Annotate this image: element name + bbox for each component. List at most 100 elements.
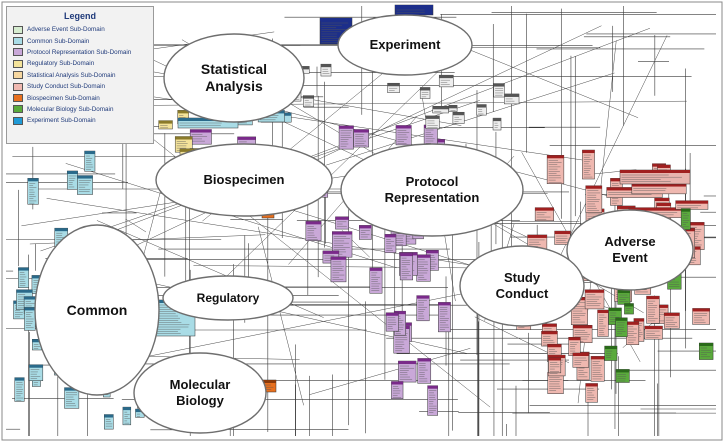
connector-line: [257, 226, 304, 406]
legend-item: Study Conduct Sub-Domain: [7, 81, 153, 92]
class-box: [554, 230, 571, 245]
class-box: [320, 63, 332, 77]
legend-swatch: [13, 48, 23, 57]
class-box: [452, 111, 465, 124]
connector-line: [47, 25, 602, 288]
class-box: [492, 117, 502, 131]
class-box: [416, 295, 430, 322]
class-box: [438, 302, 451, 333]
legend-label: Biospecimen Sub-Domain: [27, 94, 100, 102]
legend-swatch: [13, 25, 23, 34]
legend-swatch: [13, 37, 23, 46]
class-box: [353, 129, 369, 148]
experiment-ellipse: [337, 14, 473, 76]
class-box: [619, 169, 691, 185]
legend-title: Legend: [63, 11, 96, 21]
legend-swatch: [13, 116, 23, 125]
study-conduct-ellipse: [459, 245, 585, 327]
class-box: [646, 295, 660, 324]
class-box: [416, 254, 431, 282]
class-box: [28, 364, 44, 381]
protocol-representation-ellipse: [340, 143, 524, 237]
legend-label: Molecular Biology Sub-Domain: [27, 105, 114, 113]
class-box: [77, 175, 93, 195]
legend-item: Adverse Event Sub-Domain: [7, 24, 153, 35]
statistical-analysis-ellipse: [163, 33, 305, 123]
class-box: [395, 125, 412, 146]
class-box: [425, 115, 440, 129]
class-box: [391, 381, 404, 400]
class-box: [84, 150, 96, 172]
class-box: [615, 317, 628, 338]
class-box: [122, 406, 132, 426]
class-box: [631, 183, 687, 195]
class-box: [18, 267, 30, 288]
class-box: [14, 377, 25, 402]
class-box: [590, 356, 605, 382]
class-box: [369, 267, 383, 294]
class-box: [335, 216, 349, 230]
connector-line: [125, 218, 147, 233]
class-box: [597, 309, 609, 337]
adverse-event-ellipse: [566, 209, 694, 291]
class-box: [330, 256, 347, 283]
class-box: [189, 129, 212, 145]
class-box: [548, 357, 562, 374]
class-box: [24, 307, 36, 331]
class-box: [419, 87, 431, 99]
class-box: [615, 369, 630, 383]
legend-item: Regulatory Sub-Domain: [7, 58, 153, 69]
class-box: [680, 208, 691, 230]
class-box: [394, 4, 434, 16]
legend-swatch: [13, 71, 23, 80]
class-box: [663, 312, 680, 329]
class-box: [66, 170, 78, 190]
legend-label: Adverse Event Sub-Domain: [27, 26, 105, 34]
molecular-biology-ellipse: [133, 352, 267, 434]
connector-line: [309, 348, 471, 395]
legend-item: Molecular Biology Sub-Domain: [7, 104, 153, 115]
class-box: [417, 358, 432, 384]
class-box: [303, 95, 315, 107]
class-box: [584, 289, 605, 310]
legend-item: Experiment Sub-Domain: [7, 115, 153, 126]
class-box: [476, 104, 487, 116]
class-box: [104, 414, 114, 430]
legend-swatch: [13, 82, 23, 91]
class-box: [27, 178, 39, 205]
connector-line: [326, 72, 615, 166]
class-box: [675, 200, 709, 210]
legend-label: Statistical Analysis Sub-Domain: [27, 71, 116, 79]
class-box: [427, 385, 438, 416]
legend-label: Regulatory Sub-Domain: [27, 60, 95, 68]
class-box: [572, 352, 590, 368]
class-box: [534, 207, 554, 222]
class-box: [338, 125, 354, 150]
class-box: [541, 330, 558, 347]
class-box: [644, 325, 663, 340]
class-box: [385, 312, 399, 332]
domain-ellipses: [34, 14, 694, 434]
class-box: [604, 345, 618, 361]
class-box: [158, 120, 173, 130]
class-box: [448, 105, 458, 112]
legend-label: Protocol Representation Sub-Domain: [27, 48, 132, 56]
legend-swatch: [13, 94, 23, 103]
class-box: [582, 149, 595, 180]
class-box: [358, 225, 372, 240]
common-ellipse: [34, 224, 160, 396]
class-box: [493, 83, 505, 98]
legend-item: Common Sub-Domain: [7, 35, 153, 46]
biospecimen-ellipse: [155, 143, 333, 217]
class-box: [504, 93, 520, 105]
legend-label: Experiment Sub-Domain: [27, 117, 96, 125]
legend-item: Statistical Analysis Sub-Domain: [7, 70, 153, 81]
class-box: [624, 303, 634, 315]
connector-line: [217, 56, 454, 285]
class-box: [438, 74, 454, 88]
legend-item: Protocol Representation Sub-Domain: [7, 47, 153, 58]
class-box: [692, 308, 710, 325]
